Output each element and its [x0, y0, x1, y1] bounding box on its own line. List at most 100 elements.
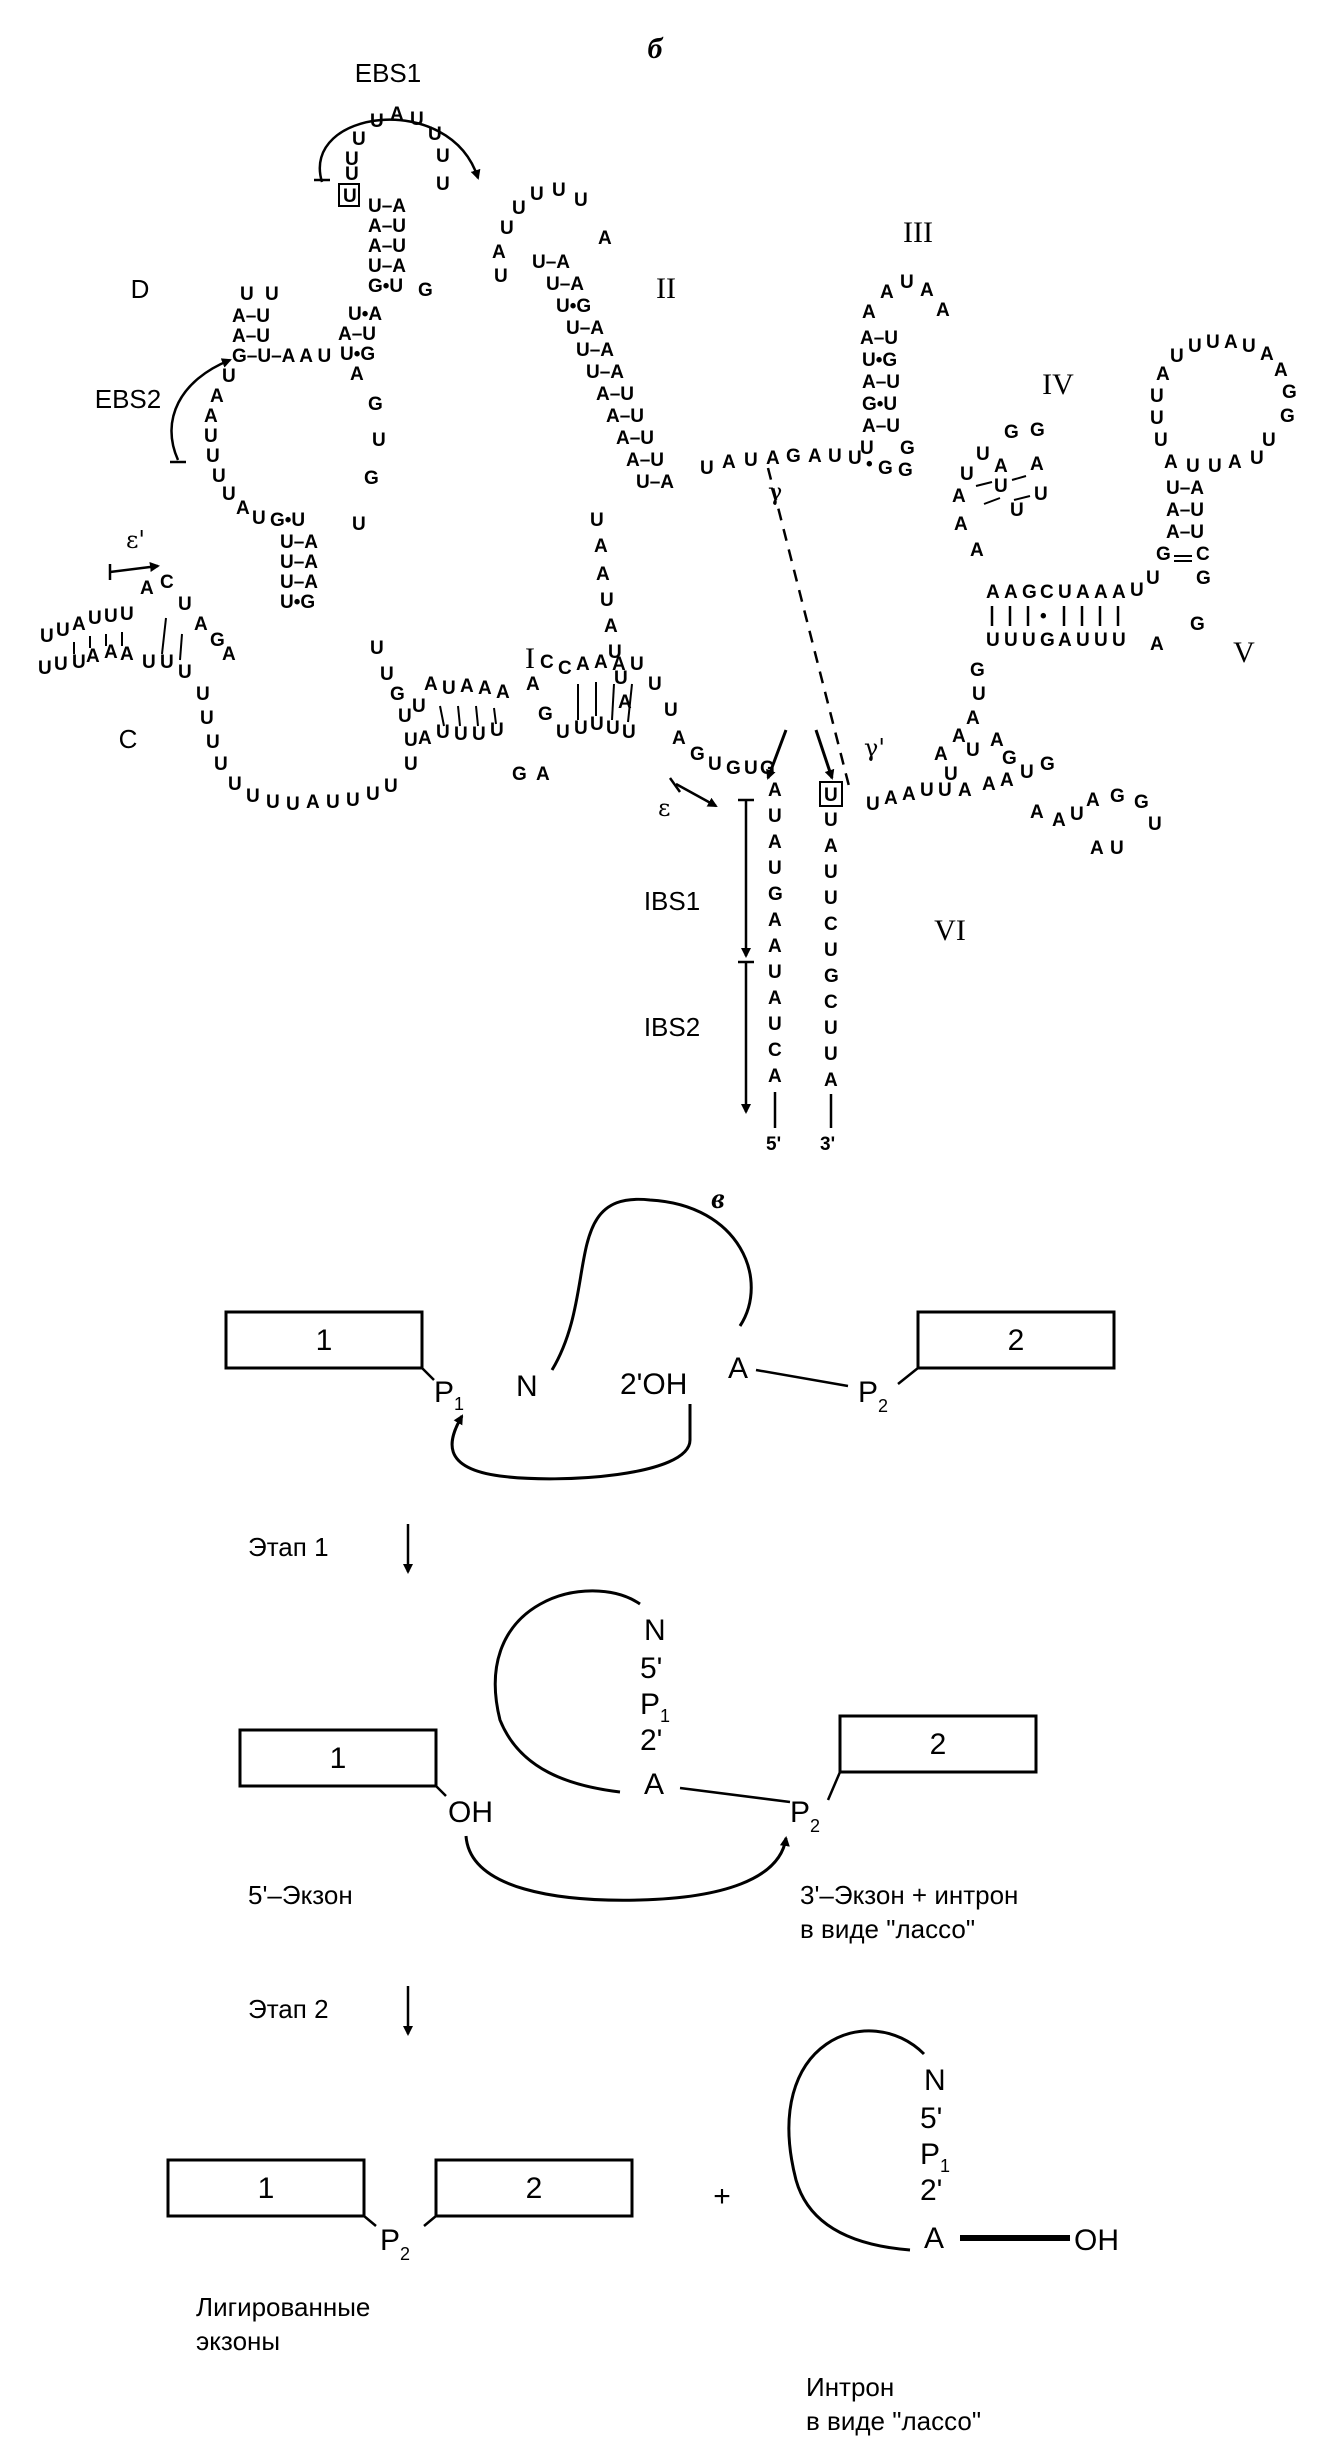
svg-text:U: U	[490, 720, 504, 741]
svg-text:A: A	[496, 682, 510, 703]
step1-label: Этап 1	[248, 1532, 329, 1562]
five-p-label-2: 5'	[640, 1652, 662, 1685]
svg-text:C: C	[160, 572, 174, 593]
svg-text:U: U	[614, 668, 628, 689]
svg-text:U: U	[1208, 456, 1222, 477]
svg-text:U: U	[622, 722, 636, 743]
junction-vi-3exon: U A A U U	[866, 780, 952, 815]
boxed-u-frame	[338, 183, 360, 207]
svg-text:C: C	[540, 652, 554, 673]
svg-text:U: U	[1010, 500, 1024, 521]
svg-text:U–A: U–A	[368, 256, 406, 277]
svg-text:U: U	[404, 754, 418, 775]
svg-text:U: U	[708, 754, 722, 775]
svg-text:U: U	[436, 722, 450, 743]
svg-text:U: U	[246, 786, 260, 807]
exon-1-label: 1	[316, 1324, 333, 1357]
svg-text:A: A	[604, 616, 618, 637]
svg-text:A: A	[526, 674, 540, 695]
nt-loop: U	[436, 146, 450, 167]
ligated-label-2: экзоны	[196, 2326, 280, 2356]
svg-text:U: U	[266, 792, 280, 813]
svg-text:G: G	[1110, 786, 1125, 807]
svg-text:U: U	[1110, 838, 1124, 859]
domain-c-arm: U U A U U U U U U A A A A C U A G U U U …	[38, 572, 236, 683]
svg-text:U: U	[960, 464, 974, 485]
svg-text:A: A	[1030, 454, 1044, 475]
svg-text:G•U: G•U	[270, 510, 305, 531]
nt: U	[824, 1044, 838, 1065]
ebs1-hairpin: U U A U U U U U U U U–A A–U A–U U–A G•U …	[338, 104, 450, 301]
svg-text:A: A	[994, 456, 1008, 477]
svg-text:U: U	[1058, 582, 1072, 603]
domain-i-label: I	[525, 642, 535, 675]
svg-text:A: A	[1150, 634, 1164, 655]
svg-text:U: U	[1206, 332, 1220, 353]
svg-text:U: U	[900, 272, 914, 293]
gamma-prime-label: γ'	[864, 734, 885, 762]
nt-loop: A	[390, 104, 404, 125]
domain-i-lower-strand: U A U A A A A U U U U C A G U U U U U C …	[412, 652, 775, 785]
svg-text:U: U	[938, 780, 952, 801]
svg-text:U•G: U•G	[280, 592, 315, 613]
svg-text:U: U	[920, 780, 934, 801]
svg-text:C: C	[558, 658, 572, 679]
svg-text:G: G	[368, 394, 383, 415]
svg-text:G: G	[690, 744, 705, 765]
domain-d-label: D	[131, 274, 150, 304]
svg-text:U: U	[556, 722, 570, 743]
p2-label-2: P	[790, 1796, 810, 1829]
three-exon-label-1: 3'–Экзон + интрон	[800, 1880, 1018, 1910]
svg-text:G: G	[1190, 614, 1205, 635]
exon-1-box-2	[238, 1728, 438, 1788]
svg-text:G: G	[970, 660, 985, 681]
svg-text:U: U	[1130, 580, 1144, 601]
n-label: N	[516, 1370, 538, 1403]
svg-text:A: A	[418, 728, 432, 749]
svg-text:U–A: U–A	[546, 274, 584, 295]
exon-2-box	[916, 1310, 1116, 1370]
svg-text:U: U	[700, 458, 714, 479]
domain-d-loop: U A A U U U U A U G•U U–A U–A U–A U•G G …	[204, 366, 386, 613]
svg-text:U: U	[56, 620, 70, 641]
oh2-label: 2'OH	[620, 1368, 687, 1401]
svg-text:U–A: U–A	[636, 472, 674, 493]
svg-text:G: G	[878, 458, 893, 479]
ibs2-label: IBS2	[644, 1012, 700, 1042]
domain-v-hairpin: A U U U A U A A G G U U U A U U A U U U–…	[1146, 332, 1297, 589]
a-label-2: A	[644, 1768, 664, 1801]
boxed-u-frame	[819, 781, 843, 807]
svg-text:G: G	[1002, 748, 1017, 769]
svg-text:U: U	[1242, 336, 1256, 357]
epsilon-prime-arrow	[109, 562, 160, 574]
p2-label-3: P	[380, 2224, 400, 2257]
nt: U	[824, 862, 838, 883]
svg-text:A: A	[1094, 582, 1108, 603]
five-p-label-3: 5'	[920, 2102, 942, 2135]
nt: U	[768, 806, 782, 827]
nt-loop: U	[345, 164, 359, 185]
nt: U	[768, 1014, 782, 1035]
svg-text:A: A	[1076, 582, 1090, 603]
svg-text:U: U	[744, 758, 758, 779]
svg-text:U: U	[500, 218, 514, 239]
plus-sign: +	[713, 2180, 731, 2213]
svg-text:A: A	[594, 652, 608, 673]
nt: A	[768, 1066, 782, 1087]
svg-text:U: U	[1146, 568, 1160, 589]
nt: A	[824, 836, 838, 857]
domain-i-left-strand: U A A U A U U A	[590, 510, 632, 713]
p1-sub-2: 1	[660, 1706, 670, 1726]
svg-text:A–U: A–U	[368, 236, 406, 257]
nt: C	[768, 1040, 782, 1061]
svg-text:U: U	[252, 508, 266, 529]
svg-text:A: A	[1058, 630, 1072, 651]
splice-arrow-3	[814, 729, 835, 780]
svg-text:U: U	[88, 608, 102, 629]
domain-v-label: V	[1233, 636, 1255, 669]
svg-text:U: U	[1250, 448, 1264, 469]
junction-ii-iii: U A U A G A U U • G G γ	[700, 446, 913, 506]
svg-text:G: G	[1022, 582, 1037, 603]
svg-text:U: U	[994, 476, 1008, 497]
nt: C	[824, 914, 838, 935]
